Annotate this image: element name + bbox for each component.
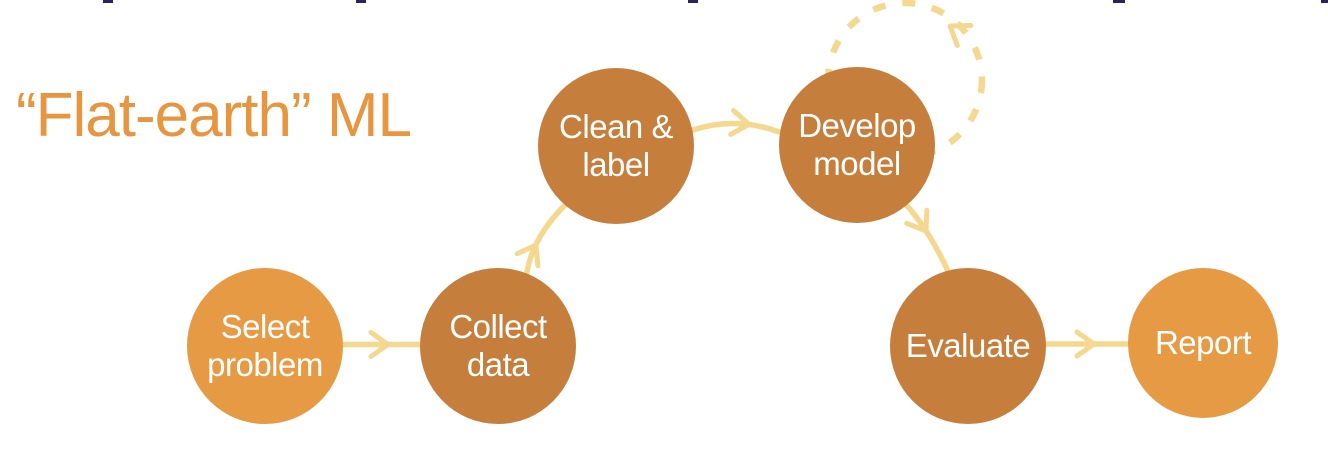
cropped-text-artifact bbox=[1113, 0, 1125, 3]
cropped-text-artifact bbox=[688, 0, 698, 3]
node-label-line: Evaluate bbox=[905, 327, 1031, 365]
node-label-line: Develop bbox=[798, 107, 916, 145]
node-evaluate: Evaluate bbox=[890, 268, 1046, 424]
node-label-line: problem bbox=[207, 346, 323, 383]
cropped-text-artifact bbox=[103, 0, 113, 3]
arrowhead-icon bbox=[904, 207, 930, 234]
edge-collect-to-clean bbox=[524, 202, 568, 275]
arrowhead-icon bbox=[368, 330, 391, 359]
page-title: “Flat-earth” ML bbox=[16, 81, 412, 150]
node-develop-model: Develop model bbox=[779, 67, 935, 223]
cropped-text-artifact bbox=[356, 0, 366, 3]
arrowhead-icon bbox=[728, 108, 752, 137]
cropped-text-artifact bbox=[1321, 0, 1328, 3]
edge-clean-to-develop bbox=[690, 120, 782, 135]
arrowhead-icon bbox=[1074, 329, 1097, 359]
node-label-line: Select bbox=[220, 308, 310, 346]
node-label-line: label bbox=[582, 146, 650, 183]
node-report: Report bbox=[1128, 268, 1278, 418]
arrowhead-icon bbox=[514, 242, 541, 269]
node-label-line: Collect bbox=[449, 308, 547, 346]
node-label-line: model bbox=[813, 145, 901, 182]
node-collect-data: Collect data bbox=[420, 268, 576, 424]
node-select-problem: Select problem bbox=[187, 268, 343, 424]
node-label-line: data bbox=[466, 346, 530, 383]
node-label-line: Report bbox=[1154, 324, 1252, 362]
node-label-line: Clean & bbox=[559, 108, 673, 146]
self-loop-arrowhead-icon bbox=[947, 23, 974, 48]
node-clean-label: Clean & label bbox=[538, 68, 694, 224]
